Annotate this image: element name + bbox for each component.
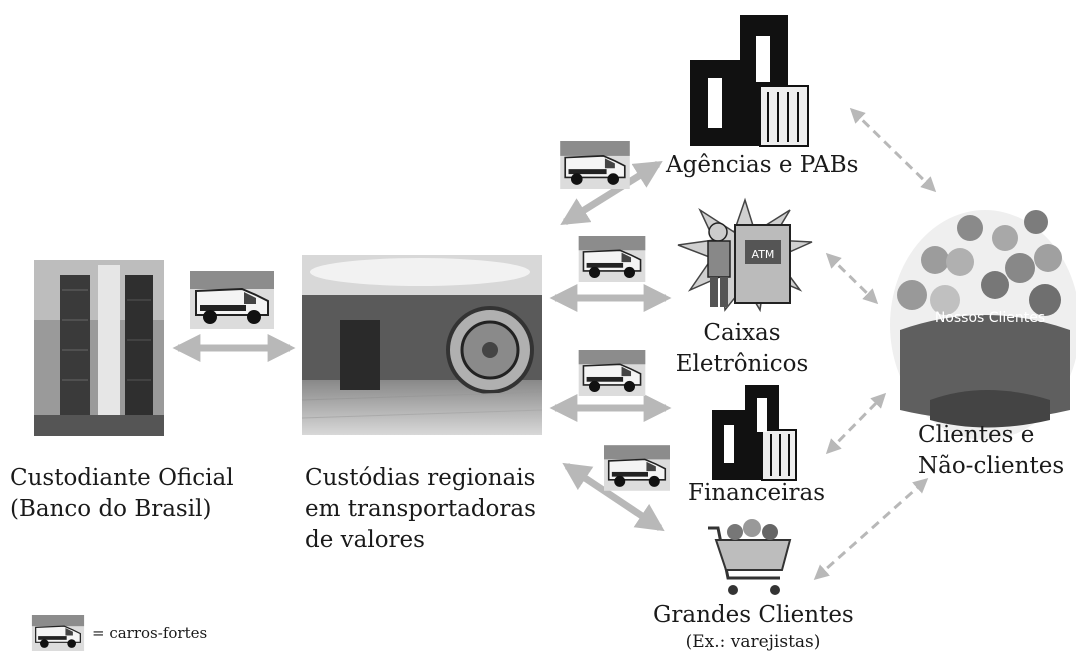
- custodias-line3: de valores: [305, 527, 425, 553]
- grandes-label: Grandes Clientes (Ex.: varejistas): [653, 600, 854, 653]
- financeiras-label: Financeiras: [688, 480, 826, 506]
- armored-truck-icon: [190, 271, 274, 329]
- arrow-custodias-grandes: [562, 462, 665, 532]
- clientes-line2: Não-clientes: [918, 453, 1065, 479]
- atm-machine-icon: ATM: [677, 197, 813, 313]
- custodiante-label: Custodiante Oficial (Banco do Brasil): [10, 463, 234, 525]
- custodias-line2: em transportadoras: [305, 496, 536, 522]
- clientes-line1: Clientes e: [918, 422, 1035, 448]
- armored-truck-icon: [578, 236, 646, 282]
- custodiante-line1: Custodiante Oficial: [10, 465, 234, 491]
- caixas-line2: Eletrônicos: [675, 351, 809, 377]
- legend-label: = carros-fortes: [92, 624, 208, 642]
- atm-screen-text: ATM: [752, 248, 775, 261]
- grandes-line1: Grandes Clientes: [653, 602, 854, 628]
- dashed-arrow-grandes-clientes: [813, 478, 929, 580]
- banco-do-brasil-building-image: [34, 260, 164, 436]
- clientes-label: Clientes e Não-clientes: [918, 420, 1064, 482]
- vault-interior-image: [301, 255, 543, 435]
- arrow-custodias-agencias: [560, 161, 663, 225]
- armored-truck-icon: [560, 141, 630, 189]
- financeiras-building-icon: [712, 385, 797, 481]
- dashed-arrow-caixas-clientes: [825, 252, 879, 305]
- shopping-cart-icon: [708, 519, 792, 595]
- armored-truck-icon: [578, 350, 646, 396]
- crowd-of-people-image: Nossos Clientes: [890, 210, 1076, 440]
- grandes-line2: (Ex.: varejistas): [685, 632, 821, 652]
- dashed-arrow-financeiras-clientes: [825, 392, 887, 455]
- dashed-arrow-agencias-clientes: [849, 107, 937, 193]
- crowd-caption: Nossos Clientes: [935, 310, 1045, 326]
- armored-truck-icon: [604, 445, 670, 491]
- custodiante-line2: (Banco do Brasil): [10, 496, 212, 522]
- legend-truck-icon: [31, 615, 85, 651]
- caixas-line1: Caixas: [703, 320, 781, 346]
- custodias-label: Custódias regionais em transportadoras d…: [305, 463, 536, 556]
- agencias-building-icon: [690, 15, 809, 147]
- caixas-label: Caixas Eletrônicos: [672, 318, 812, 380]
- agencias-label: Agências e PABs: [666, 152, 859, 178]
- custodias-line1: Custódias regionais: [305, 465, 536, 491]
